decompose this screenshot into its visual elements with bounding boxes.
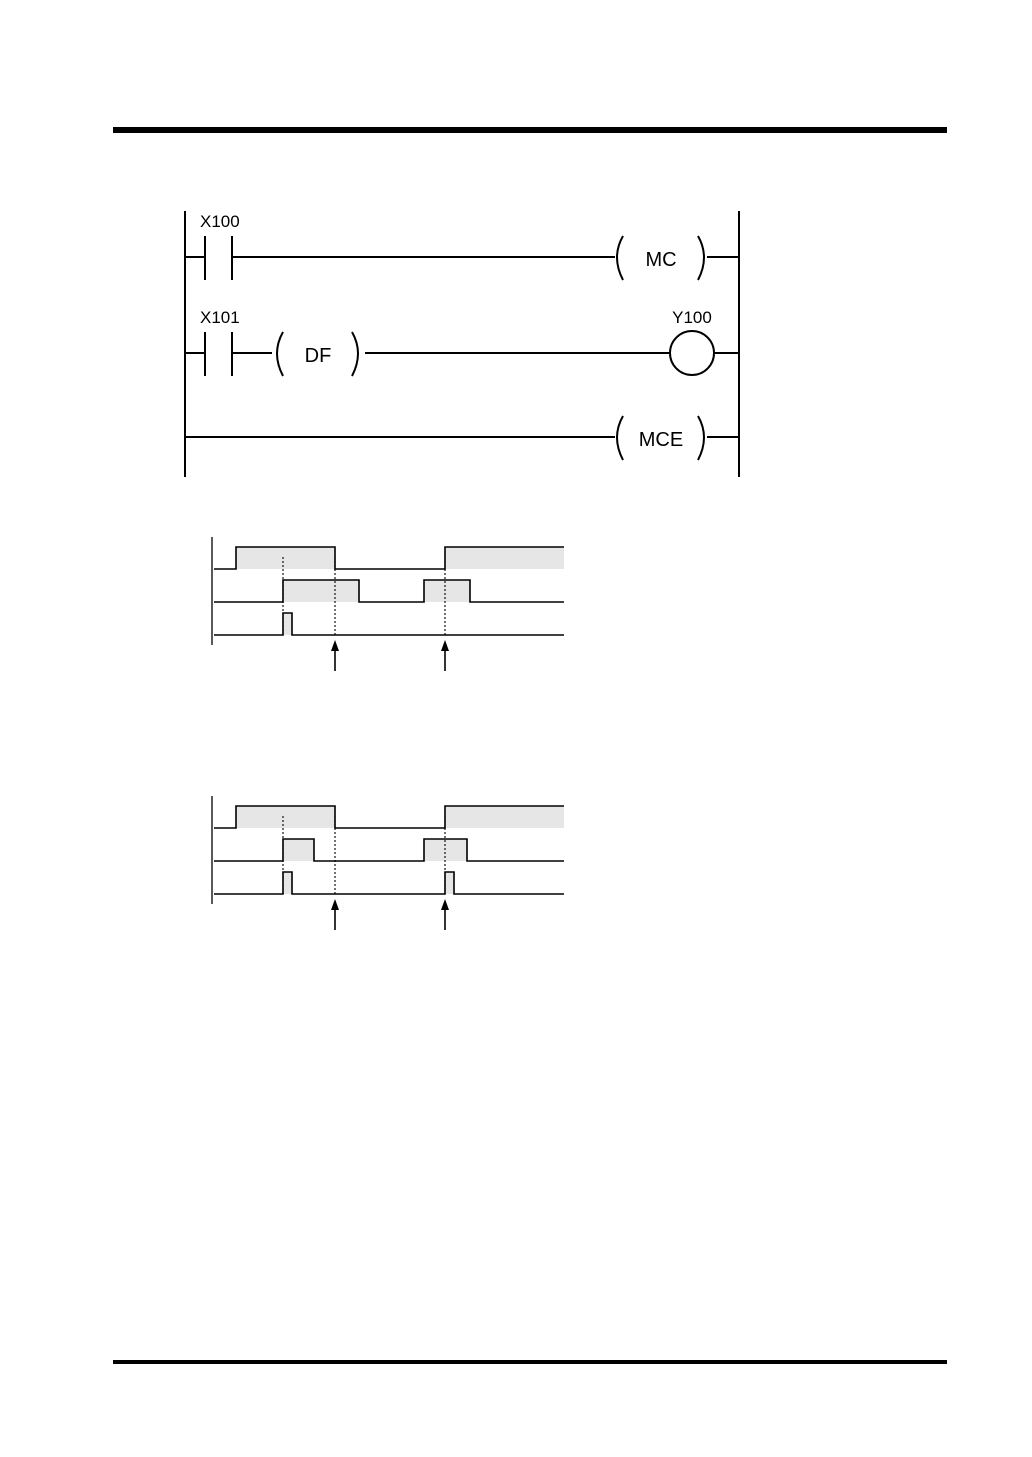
timing-2-signal-3-waveform — [214, 872, 564, 894]
timing-2-arrow-2-head — [441, 899, 449, 910]
timing-2-signal-3-high-region — [283, 872, 292, 894]
timing-2-signal-2-waveform — [214, 839, 564, 861]
timing-2-signal-2-high-region — [283, 839, 314, 861]
timing-2-signal-1-high-region — [236, 806, 335, 828]
timing-2-signal-1-high-region — [445, 806, 564, 828]
timing-2-signal-3-high-region — [445, 872, 454, 894]
timing-2-arrow-1-head — [331, 899, 339, 910]
